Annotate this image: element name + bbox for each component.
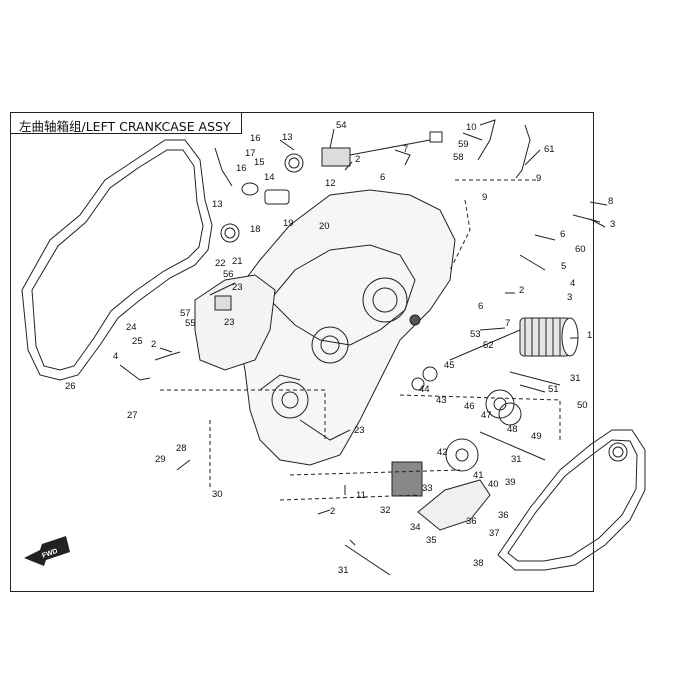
part-callout-48: 48 — [507, 424, 518, 435]
part-callout-37: 37 — [489, 528, 500, 539]
part-callout-43: 43 — [436, 395, 447, 406]
part-callout-47: 47 — [481, 410, 492, 421]
part-callout-5: 5 — [561, 261, 566, 272]
part-callout-36: 36 — [466, 516, 477, 527]
part-callout-53: 53 — [470, 329, 481, 340]
part-callout-23: 23 — [232, 282, 243, 293]
part-callout-16: 16 — [236, 163, 247, 174]
part-callout-6: 6 — [560, 229, 565, 240]
part-callout-46: 46 — [464, 401, 475, 412]
part-callout-3: 3 — [567, 292, 572, 303]
part-callout-26: 26 — [65, 381, 76, 392]
left-gasket-26-inner — [31, 149, 204, 371]
part-callout-36: 36 — [498, 510, 509, 521]
part-callout-57: 57 — [180, 308, 191, 319]
part-callout-12: 12 — [325, 178, 336, 189]
diagram-frame — [10, 112, 594, 592]
part-callout-22: 22 — [215, 258, 226, 269]
right-gasket-38-inner — [507, 439, 638, 562]
part-callout-59: 59 — [458, 139, 469, 150]
part-callout-23: 23 — [354, 425, 365, 436]
part-callout-1: 1 — [587, 330, 592, 341]
part-callout-33: 33 — [422, 483, 433, 494]
part-callout-32: 32 — [380, 505, 391, 516]
part-callout-10: 10 — [466, 122, 477, 133]
part-callout-6: 6 — [478, 301, 483, 312]
part-callout-2: 2 — [151, 339, 156, 350]
crankcase-housing-30 — [229, 189, 456, 466]
part-callout-35: 35 — [426, 535, 437, 546]
part-callout-17: 17 — [245, 148, 256, 159]
part-callout-44: 44 — [419, 384, 430, 395]
part-callout-18: 18 — [250, 224, 261, 235]
part-callout-9: 9 — [482, 192, 487, 203]
part-callout-4: 4 — [113, 351, 118, 362]
part-callout-11: 11 — [356, 490, 366, 501]
part-callout-2: 2 — [519, 285, 524, 296]
part-callout-2: 2 — [330, 506, 335, 517]
forward-direction-arrow: FWD — [24, 536, 70, 566]
part-callout-49: 49 — [531, 431, 542, 442]
part-callout-42: 42 — [437, 447, 448, 458]
part-callout-60: 60 — [575, 244, 586, 255]
part-callout-13: 13 — [282, 132, 293, 143]
part-callout-51: 51 — [548, 384, 559, 395]
part-callout-31: 31 — [338, 565, 349, 576]
part-callout-50: 50 — [577, 400, 588, 411]
part-callout-9: 9 — [536, 173, 541, 184]
part-callout-4: 4 — [570, 278, 575, 289]
left-gasket-26 — [21, 139, 213, 381]
part-callout-30: 30 — [212, 489, 223, 500]
part-callout-45: 45 — [444, 360, 455, 371]
part-callout-38: 38 — [473, 558, 484, 569]
title-box: 左曲轴箱组/LEFT CRANKCASE ASSY — [10, 112, 242, 134]
gear-42 — [445, 438, 479, 472]
part-callout-7: 7 — [505, 318, 510, 329]
part-callout-19: 19 — [283, 218, 294, 229]
part-callout-56: 56 — [223, 269, 234, 280]
part-callout-58: 58 — [453, 152, 464, 163]
part-callout-2: 2 — [355, 154, 360, 165]
part-callout-16: 16 — [250, 133, 261, 144]
part-callout-54: 54 — [336, 120, 347, 131]
part-callout-61: 61 — [544, 144, 555, 155]
part-callout-39: 39 — [505, 477, 516, 488]
part-callout-55: 55 — [185, 318, 196, 329]
part-callout-27: 27 — [127, 410, 138, 421]
callout-labels: 1222233445666778991011121313141516161718… — [65, 120, 615, 576]
part-callout-14: 14 — [264, 172, 275, 183]
part-callout-21: 21 — [232, 256, 243, 267]
diagram-title: 左曲轴箱组/LEFT CRANKCASE ASSY — [19, 119, 231, 134]
part-callout-25: 25 — [132, 336, 143, 347]
right-gasket-38 — [497, 429, 646, 571]
part-callout-3: 3 — [610, 219, 615, 230]
part-callout-8: 8 — [608, 196, 613, 207]
part-callout-29: 29 — [155, 454, 166, 465]
part-callout-24: 24 — [126, 322, 137, 333]
part-callout-31: 31 — [511, 454, 522, 465]
part-callout-34: 34 — [410, 522, 421, 533]
part-callout-28: 28 — [176, 443, 187, 454]
part-callout-31: 31 — [570, 373, 581, 384]
part-callout-13: 13 — [212, 199, 223, 210]
part-callout-23: 23 — [224, 317, 235, 328]
part-callout-40: 40 — [488, 479, 499, 490]
part-callout-15: 15 — [254, 157, 265, 168]
part-callout-52: 52 — [483, 340, 494, 351]
oil-screen-32 — [391, 461, 423, 497]
part-callout-7: 7 — [403, 144, 408, 155]
part-callout-41: 41 — [473, 470, 484, 481]
part-callout-20: 20 — [319, 221, 330, 232]
part-callout-6: 6 — [380, 172, 385, 183]
